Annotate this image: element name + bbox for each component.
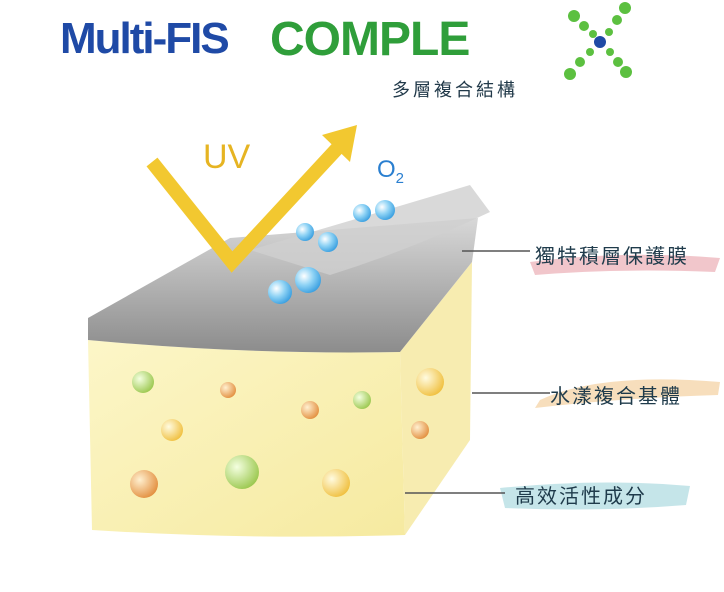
uv-label: UV — [203, 138, 251, 176]
label-protective-film: 獨特積層保護膜 — [535, 244, 689, 268]
logo-subtitle: 多層複合結構 — [392, 80, 518, 101]
brush-stroke-3 — [500, 482, 690, 510]
film-peel-sheet — [250, 185, 490, 275]
o2-label: O2 — [377, 156, 404, 187]
logo-complex: COMPLE — [270, 13, 470, 66]
o2-subscript: 2 — [395, 169, 405, 187]
label-hydrating-base: 水漾複合基體 — [550, 384, 682, 408]
base-front-face — [88, 340, 405, 537]
logo-x-mark — [564, 2, 632, 80]
label-active-ingredients: 高效活性成分 — [515, 484, 647, 508]
o2-letter: O — [377, 156, 396, 183]
brush-stroke-2 — [535, 379, 720, 408]
oxygen-bubbles — [268, 200, 395, 304]
base-side-face — [400, 262, 472, 535]
uv-arrowhead — [322, 125, 357, 162]
logo-multi-fis: Multi-FIS — [60, 14, 230, 63]
active-ingredient-spheres — [130, 368, 444, 498]
uv-arrow — [146, 135, 351, 273]
brush-stroke-1 — [530, 254, 720, 275]
